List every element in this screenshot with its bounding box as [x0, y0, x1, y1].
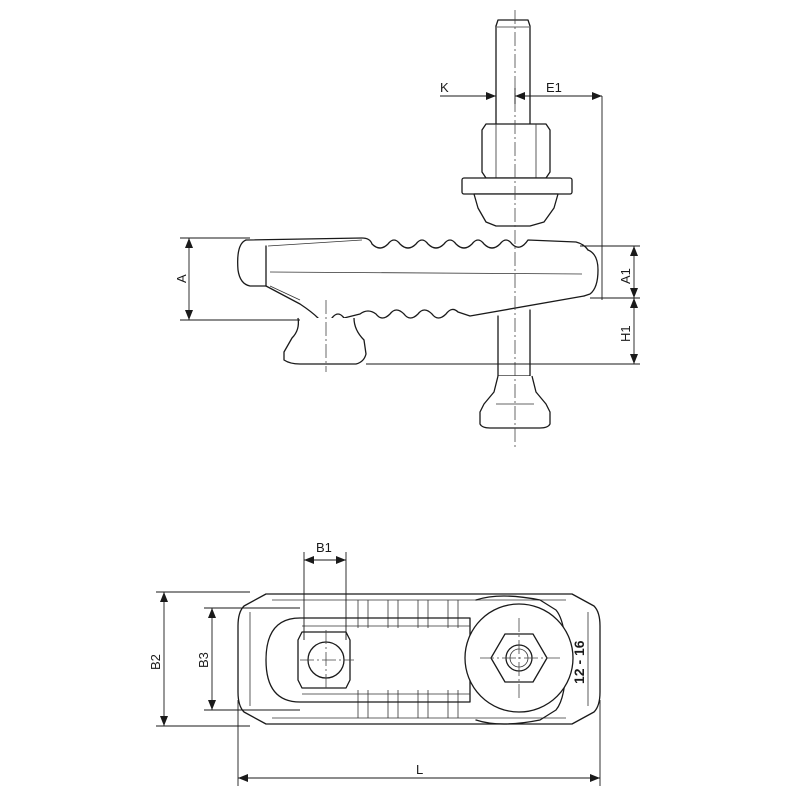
dimension-label-a1: A1: [618, 268, 633, 284]
top-view: 12 - 16 B1 B2 B3: [148, 540, 601, 786]
t-bolt-head: [297, 630, 354, 690]
dimension-label-e1: E1: [546, 80, 562, 95]
slot: [265, 617, 471, 703]
dimension-label-l: L: [416, 762, 423, 777]
dimension-l: L: [237, 700, 601, 786]
body-outline: [237, 593, 601, 725]
dimension-label-a: A: [174, 274, 189, 283]
dimension-b2: B2: [148, 591, 250, 727]
dimension-label-b2: B2: [148, 654, 163, 670]
side-view: K E1 A A1 H1: [174, 10, 640, 448]
dimension-label-h1: H1: [618, 325, 633, 342]
dimension-a: A: [174, 237, 300, 321]
dimension-b1: B1: [303, 540, 347, 640]
size-marking: 12 - 16: [571, 640, 587, 684]
dimension-label-b3: B3: [196, 652, 211, 668]
dimension-k-e1: K E1: [440, 80, 603, 300]
spherical-seat: [473, 193, 559, 227]
washer: [461, 177, 573, 195]
support-foot: [283, 317, 367, 365]
serration-ribs: [357, 600, 459, 718]
dimension-b3: B3: [196, 607, 300, 711]
dimension-label-k: K: [440, 80, 449, 95]
dimension-a1-h1: A1 H1: [366, 245, 640, 365]
hex-nut: [481, 123, 551, 179]
nut-top-view: [464, 595, 574, 725]
stud-bolt: [495, 19, 531, 125]
clamp-body: [237, 237, 599, 323]
dimension-label-b1: B1: [316, 540, 332, 555]
